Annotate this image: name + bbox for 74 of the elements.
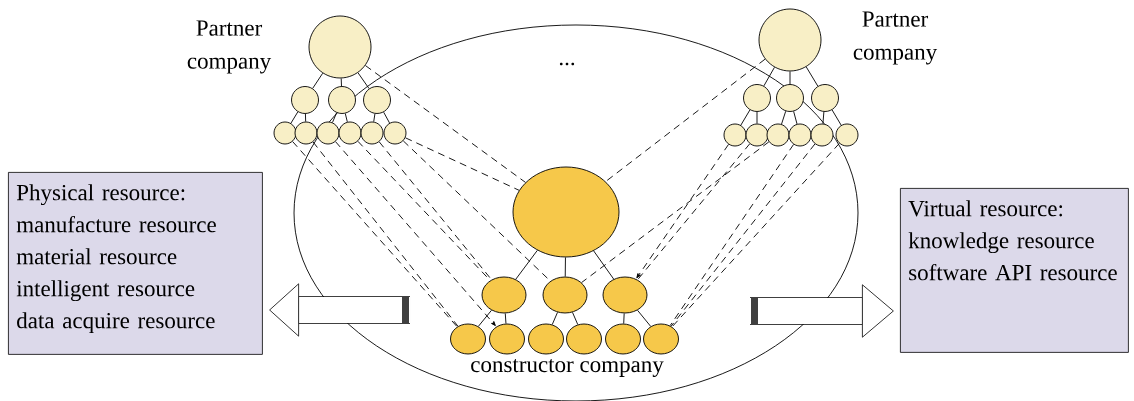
tree-line <box>551 311 558 325</box>
company-circle <box>291 86 319 114</box>
tree-line <box>312 72 324 89</box>
dashed-line <box>670 143 816 327</box>
tree-line <box>340 77 342 87</box>
dashed-line <box>335 141 496 327</box>
dashed-line <box>671 143 840 328</box>
tree-line <box>357 72 370 89</box>
company-circle <box>338 121 362 145</box>
tree-line <box>564 257 566 277</box>
tree-line <box>383 111 390 124</box>
tree-line <box>789 71 791 85</box>
company-circle <box>743 84 771 112</box>
tree-line <box>805 66 819 87</box>
resource-box: Virtual resource: knowledge resource software API resource <box>900 188 1129 353</box>
tree-line <box>290 111 299 124</box>
tree-line <box>593 250 615 280</box>
tree-line <box>332 112 337 123</box>
company-ellipse <box>512 166 620 258</box>
tree-line <box>623 313 625 324</box>
company-circle <box>363 86 391 114</box>
partner-label: Partner company <box>853 11 938 65</box>
tree-line <box>504 312 507 324</box>
dashed-line <box>404 137 520 191</box>
company-circle <box>766 123 790 147</box>
company-ellipse <box>450 323 486 355</box>
dashed-line <box>605 58 766 182</box>
company-circle <box>811 84 839 112</box>
tree-line <box>572 311 579 325</box>
company-circle <box>810 123 834 147</box>
dashed-line <box>636 144 729 279</box>
tree-line <box>822 111 825 125</box>
company-ellipse <box>602 276 648 314</box>
company-circle <box>360 121 384 145</box>
company-circle <box>383 121 407 145</box>
company-circle <box>328 86 356 114</box>
dashed-line <box>669 144 794 327</box>
company-ellipse <box>566 323 602 355</box>
tree-line <box>756 111 758 124</box>
dashed-line <box>357 140 491 281</box>
ellipsis-text: ... <box>559 62 575 66</box>
tree-line <box>305 113 307 122</box>
dashed-line <box>637 143 751 281</box>
tree-line <box>793 111 798 125</box>
company-circle <box>835 123 859 147</box>
company-circle <box>758 8 822 72</box>
tree-line <box>763 66 775 87</box>
company-ellipse <box>481 276 527 314</box>
resource-box: Physical resource: manufacture resource material resource intelligent resource data acquire resource <box>8 172 263 355</box>
company-circle <box>294 121 318 145</box>
company-circle <box>788 123 812 147</box>
tree-line <box>477 309 492 327</box>
dashed-line <box>364 65 526 183</box>
company-ellipse <box>542 276 588 314</box>
tree-line <box>831 109 842 126</box>
tree-line <box>781 110 787 125</box>
company-circle <box>273 121 297 145</box>
tree-line <box>740 109 751 126</box>
company-circle <box>723 123 747 147</box>
tree-line <box>637 309 652 327</box>
company-ellipse <box>528 323 564 355</box>
tree-line <box>373 113 376 123</box>
company-ellipse <box>643 323 679 355</box>
partner-label: Partner company <box>187 20 272 74</box>
tree-line <box>515 249 538 280</box>
dashed-line <box>581 141 770 283</box>
group-label: constructor company <box>471 359 664 377</box>
company-ellipse <box>605 323 641 355</box>
company-circle <box>776 84 804 112</box>
company-circle <box>316 121 340 145</box>
company-circle <box>745 123 769 147</box>
tree-line <box>344 113 348 123</box>
company-ellipse <box>489 323 525 355</box>
company-circle <box>308 15 372 79</box>
